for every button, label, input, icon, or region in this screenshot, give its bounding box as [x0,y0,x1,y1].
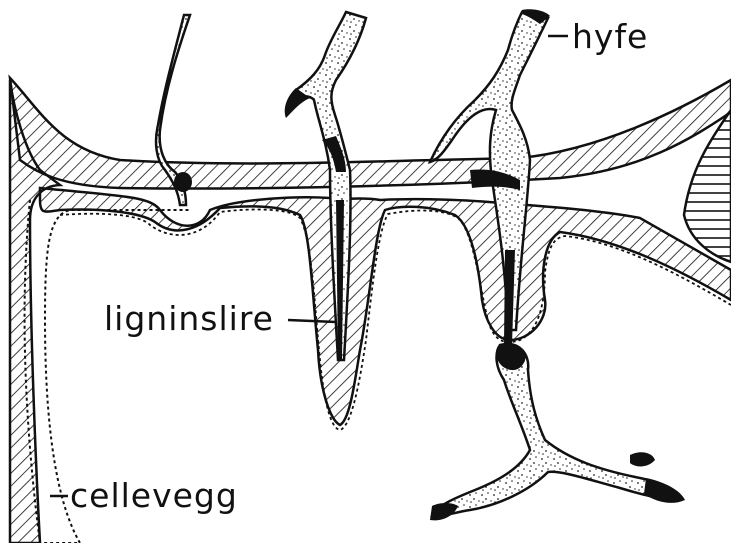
label-ligninslire: ligninslire [104,302,274,335]
hypha-lower-tip-right [644,478,685,503]
hypha-lower-branch [432,344,676,516]
cell-wall-top-band [10,78,731,189]
hypha-lower-tip-top [630,452,655,466]
label-hyfe: hyfe [572,20,648,53]
hypha-left-tip [174,172,192,192]
hypha-lower-tip-left [430,503,458,520]
label-cellevegg: cellevegg [70,479,238,512]
